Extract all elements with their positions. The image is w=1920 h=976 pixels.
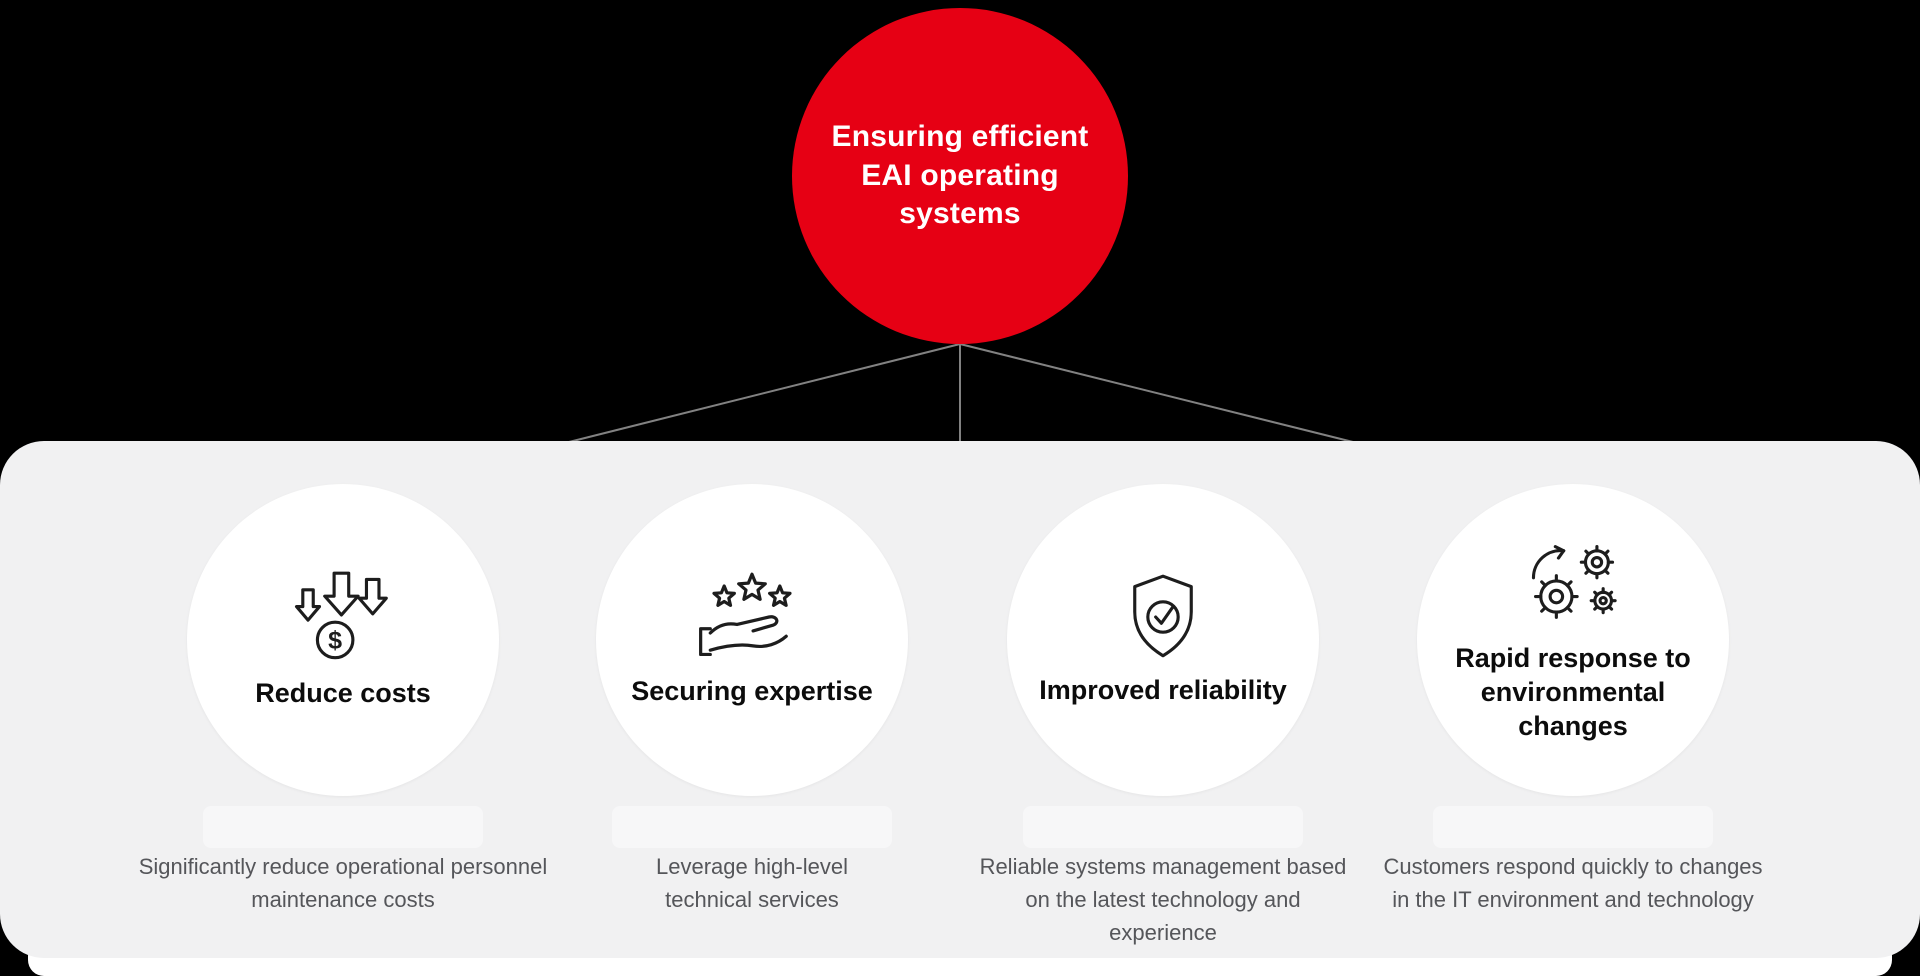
shield-checkmark-icon	[1133, 574, 1193, 658]
benefit-title: Reduce costs	[255, 678, 431, 709]
benefit-circle-rapid-response: Rapid response to environmental changes	[1417, 484, 1729, 796]
benefit-title: Rapid response to environmental changes	[1455, 643, 1691, 741]
root-node: Ensuring efficient EAI operating systems	[792, 8, 1128, 344]
benefit-description: Customers respond quickly to changes in …	[1383, 854, 1763, 912]
benefit-title: Securing expertise	[631, 676, 873, 707]
description-backdrop	[1433, 806, 1713, 848]
benefit-description: Significantly reduce operational personn…	[138, 854, 548, 912]
description-backdrop	[1023, 806, 1303, 848]
benefit-circle-reduce-costs: $ Reduce costs	[187, 484, 499, 796]
benefit-description: Reliable systems management based on the…	[979, 854, 1347, 945]
benefit-description: Leverage high-level technical services	[655, 854, 849, 912]
hand-with-stars-icon	[699, 572, 792, 657]
description-backdrop	[203, 806, 483, 848]
benefit-circle-improved-reliability: Improved reliability	[1007, 484, 1319, 796]
cost-reduction-arrows-dollar-icon: $	[294, 571, 388, 660]
benefit-circle-securing-expertise: Securing expertise	[596, 484, 908, 796]
description-backdrop	[612, 806, 892, 848]
dollar-glyph: $	[328, 626, 342, 654]
root-node-label: Ensuring efficient EAI operating systems	[831, 120, 1089, 231]
benefit-title: Improved reliability	[1039, 675, 1287, 706]
gears-sync-icon	[1531, 545, 1617, 620]
